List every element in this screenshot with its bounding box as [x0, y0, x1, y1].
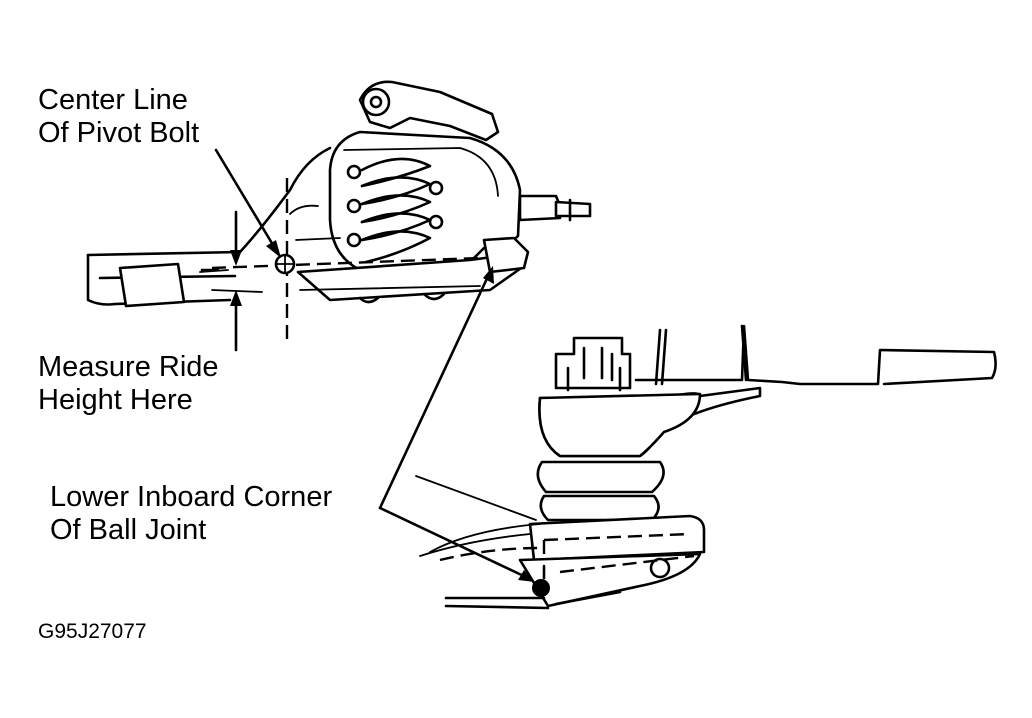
upper-suspension-assembly: [289, 80, 592, 304]
ball-joint-callout-line1: Lower Inboard Corner: [50, 481, 333, 513]
pivot-bolt-callout-line1: Center Line: [38, 84, 188, 116]
ball-joint-callout-line2: Of Ball Joint: [50, 514, 207, 546]
frame-rail: [86, 146, 332, 308]
pivot-bolt-centerline: [211, 178, 481, 345]
ball-joint-callout: Lower Inboard Corner Of Ball Joint: [50, 481, 332, 547]
pivot-bolt-leader: [214, 148, 281, 258]
pivot-bolt-callout: Center Line Of Pivot Bolt: [38, 84, 199, 150]
ride-height-callout: Measure Ride Height Here: [38, 351, 219, 417]
figure-code: G95J27077: [38, 620, 147, 643]
ride-height-callout-line1: Measure Ride: [38, 351, 219, 383]
lower-suspension-detail: [419, 324, 997, 610]
ride-height-dimension: [211, 210, 263, 352]
lower-view-leader: [415, 475, 537, 521]
coil-spring: [346, 157, 444, 264]
pivot-bolt-callout-line2: Of Pivot Bolt: [38, 117, 200, 149]
ride-height-callout-line2: Height Here: [38, 384, 193, 416]
ball-joint-leaders: [378, 266, 535, 582]
